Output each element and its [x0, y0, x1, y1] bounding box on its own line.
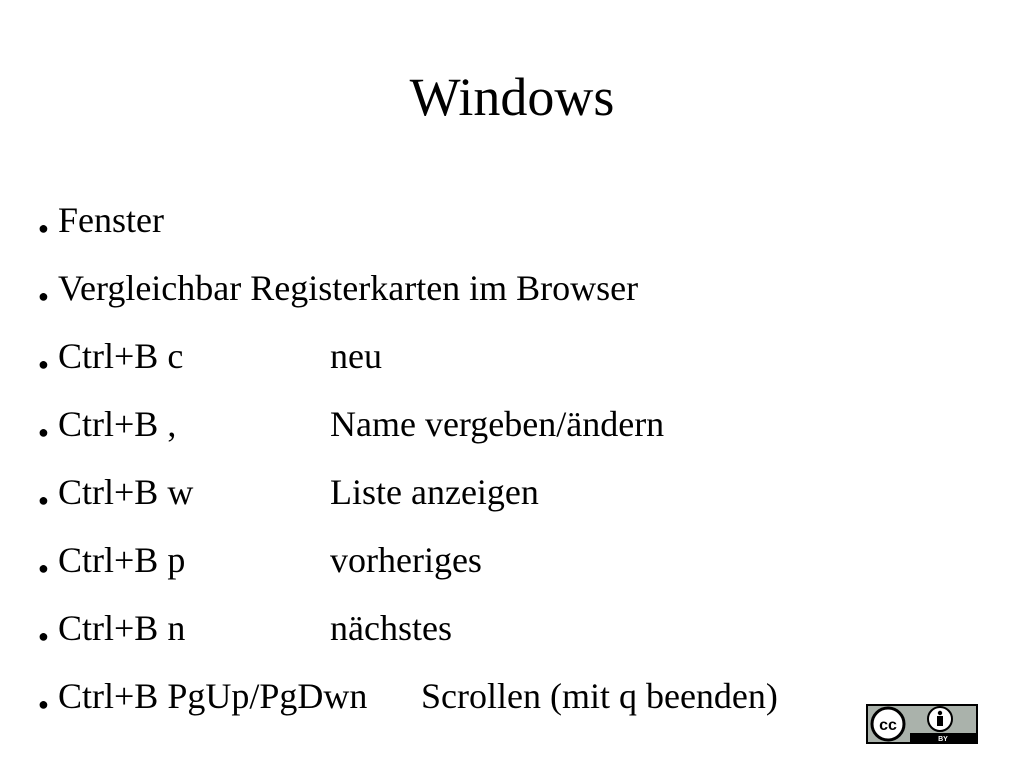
- shortcut-key: Ctrl+B n: [58, 608, 186, 648]
- shortcut-key: Ctrl+B ,: [58, 404, 177, 444]
- shortcut-description: neu: [330, 336, 382, 376]
- bullet-item-ctrl-b-p: ● Ctrl+B p vorheriges: [38, 526, 778, 594]
- bullet-item-ctrl-b-comma: ● Ctrl+B , Name vergeben/ändern: [38, 390, 778, 458]
- shortcut-description: Name vergeben/ändern: [330, 404, 665, 444]
- shortcut-description: Scrollen (mit q beenden): [421, 676, 778, 716]
- shortcut-description: vorheriges: [330, 540, 482, 580]
- bullet-icon: ●: [38, 218, 49, 238]
- bullet-item-fenster: ● Fenster: [38, 186, 778, 254]
- shortcut-key: Ctrl+B PgUp/PgDwn: [58, 676, 368, 716]
- shortcut-key: Ctrl+B w: [58, 472, 194, 512]
- bullet-icon: ●: [38, 354, 49, 374]
- shortcut-description: Liste anzeigen: [330, 472, 539, 512]
- shortcut-key: Ctrl+B c: [58, 336, 184, 376]
- slide-title: Windows: [409, 67, 615, 127]
- bullet-icon: ●: [38, 694, 49, 714]
- bullet-icon: ●: [38, 286, 49, 306]
- cc-label: cc: [879, 717, 897, 734]
- bullet-icon: ●: [38, 626, 49, 646]
- bullet-item-ctrl-b-w: ● Ctrl+B w Liste anzeigen: [38, 458, 778, 526]
- bullet-item-ctrl-b-n: ● Ctrl+B n nächstes: [38, 594, 778, 662]
- bullet-item-vergleichbar: ● Vergleichbar Registerkarten im Browser: [38, 254, 778, 322]
- shortcut-key: Ctrl+B p: [58, 540, 186, 580]
- bullet-item-ctrl-b-c: ● Ctrl+B c neu: [38, 322, 778, 390]
- shortcut-description: nächstes: [330, 608, 452, 648]
- bullet-icon: ●: [38, 558, 49, 578]
- bullet-text: Vergleichbar Registerkarten im Browser: [58, 268, 639, 308]
- bullet-icon: ●: [38, 422, 49, 442]
- bullet-list: ● Fenster ● Vergleichbar Registerkarten …: [38, 186, 778, 730]
- cc-by-icon: cc BY: [866, 704, 978, 744]
- bullet-text: Fenster: [58, 200, 164, 240]
- by-label: BY: [938, 736, 948, 743]
- bullet-icon: ●: [38, 490, 49, 510]
- bullet-item-ctrl-b-pgup-pgdwn: ● Ctrl+B PgUp/PgDwn Scrollen (mit q been…: [38, 662, 778, 730]
